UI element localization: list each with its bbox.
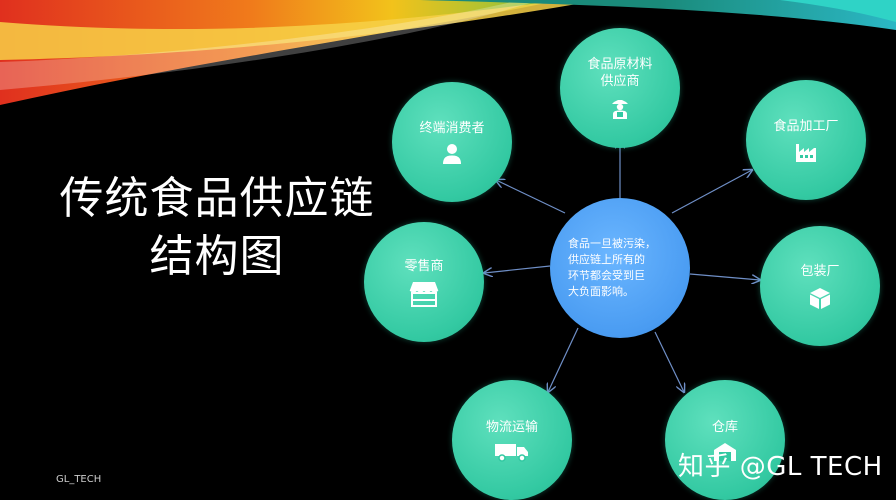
arrow-to-processing <box>671 170 752 214</box>
node-raw-material-label-2: 供应商 <box>600 74 640 89</box>
footer-label: GL_TECH <box>56 474 102 485</box>
watermark: 知乎 @GL TECH <box>678 452 883 482</box>
arrow-to-logistics <box>548 327 579 392</box>
node-warehouse-label: 仓库 <box>711 419 738 435</box>
warehouse-icon <box>714 442 736 461</box>
arrow-to-packaging <box>689 273 760 280</box>
node-packaging-plant: 包装厂 <box>760 226 880 346</box>
node-retailer: 零售商 <box>364 222 484 342</box>
store-icon <box>409 281 439 307</box>
arrow-to-retailer <box>484 265 551 273</box>
node-retailer-label: 零售商 <box>404 258 444 274</box>
node-end-consumer: 终端消费者 <box>392 82 512 202</box>
decorative-swoosh <box>0 0 896 105</box>
center-node: 食品一旦被污染， 供应链上所有的 环节都会受到巨 大负面影响。 <box>550 198 690 338</box>
node-logistics: 物流运输 <box>452 380 572 500</box>
truck-icon <box>495 443 528 462</box>
node-logistics-label: 物流运输 <box>485 419 538 435</box>
node-warehouse: 仓库 <box>665 380 785 500</box>
center-text: 食品一旦被污染， 供应链上所有的 环节都会受到巨 大负面影响。 <box>568 237 656 298</box>
node-packaging-label: 包装厂 <box>800 263 840 279</box>
node-raw-material-label-1: 食品原材料 <box>587 57 653 72</box>
title-line-1: 传统食品供应链 <box>59 173 375 224</box>
factory-icon <box>796 143 816 162</box>
farmer-icon <box>612 100 628 119</box>
node-processing-label: 食品加工厂 <box>773 118 839 134</box>
arrow-to-warehouse <box>654 331 684 392</box>
node-food-processing-plant: 食品加工厂 <box>746 80 866 200</box>
node-consumer-label: 终端消费者 <box>419 120 485 136</box>
slide-title: 传统食品供应链 结构图 <box>52 170 382 286</box>
arrow-to-consumer <box>496 180 566 214</box>
box-icon <box>810 287 830 309</box>
node-raw-material-supplier: 食品原材料 供应商 <box>560 28 680 148</box>
title-line-2: 结构图 <box>149 231 285 282</box>
person-icon <box>443 143 461 164</box>
